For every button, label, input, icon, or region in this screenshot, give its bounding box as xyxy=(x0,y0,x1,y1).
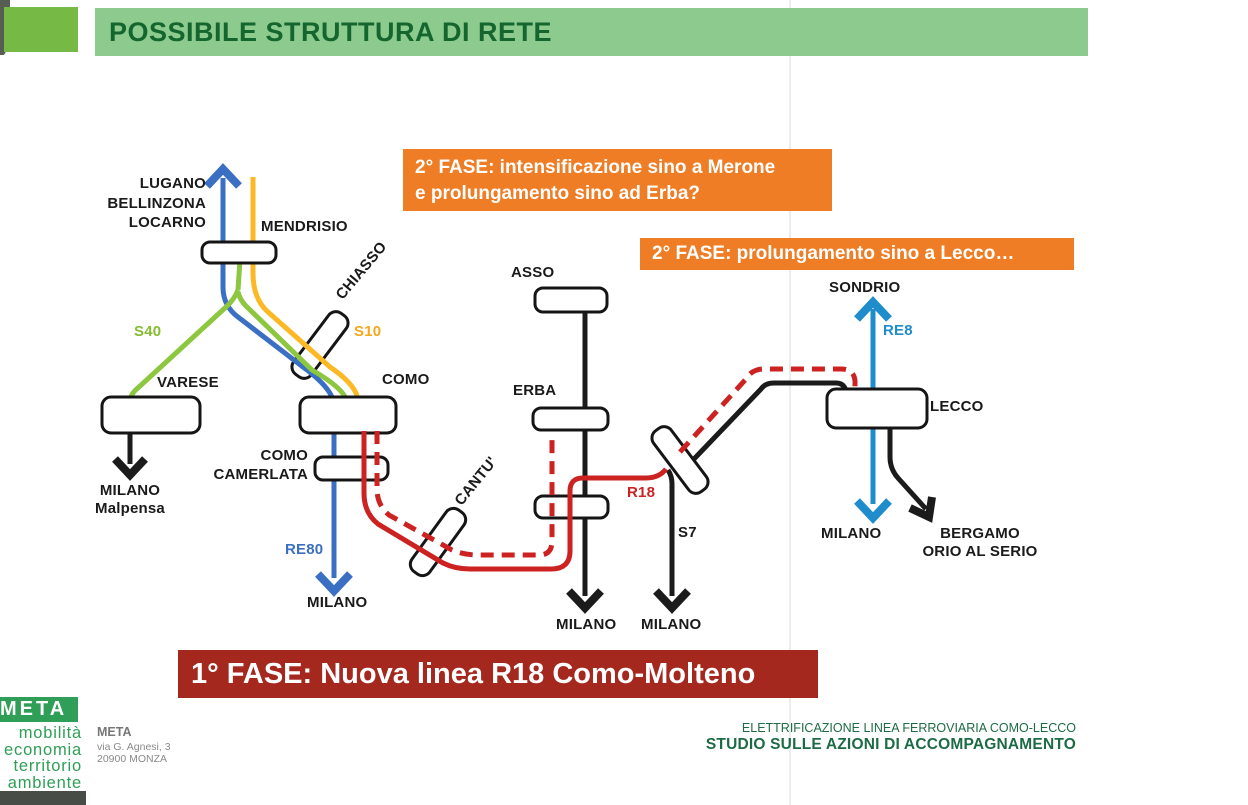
station-box-como xyxy=(298,395,398,435)
line-r18-solid xyxy=(361,431,668,572)
label-como-camerlata: COMO CAMERLATA xyxy=(202,447,308,484)
callout-phase2-lecco: 2° FASE: prolungamento sino a Lecco… xyxy=(640,238,1074,270)
arrow-down-milano-s7 xyxy=(653,588,691,614)
meta-logo-words: mobilità economia territorio ambiente xyxy=(0,725,82,791)
label-milano-malpensa-1: MILANO xyxy=(99,482,161,499)
label-erba: ERBA xyxy=(513,382,557,399)
line-molteno-lecco xyxy=(692,380,849,461)
station-box-lecco xyxy=(825,387,929,430)
arrow-down-milano-re80 xyxy=(315,571,353,597)
station-box-como-camerlata xyxy=(313,455,390,482)
label-mendrisio: MENDRISIO xyxy=(261,218,348,235)
company-address-city: 20900 MONZA xyxy=(97,753,168,765)
station-box-erba xyxy=(531,406,610,432)
station-box-molteno xyxy=(650,425,710,495)
arrow-up-sondrio xyxy=(854,296,892,322)
label-line-re8: RE8 xyxy=(883,322,913,339)
station-box-chiasso xyxy=(290,310,350,380)
logo-word-economia: economia xyxy=(4,740,82,759)
scan-artifact-bottom-left xyxy=(0,791,86,805)
label-asso: ASSO xyxy=(511,264,555,281)
arrow-up-lugano xyxy=(204,163,242,189)
label-lecco: LECCO xyxy=(930,398,984,415)
label-bergamo-2: ORIO AL SERIO xyxy=(922,542,1038,560)
station-boxes xyxy=(100,240,929,520)
header-band: POSSIBILE STRUTTURA DI RETE xyxy=(95,8,1088,56)
callout-phase2-merone-line1: 2° FASE: intensificazione sino a Merone xyxy=(415,157,776,178)
callout-phase1: 1° FASE: Nuova linea R18 Como-Molteno xyxy=(178,650,818,698)
project-title-block: ELETTRIFICAZIONE LINEA FERROVIARIA COMO-… xyxy=(600,721,1076,753)
arrow-down-milano-asso xyxy=(566,588,604,614)
header-green-square xyxy=(4,7,78,52)
line-s40-como xyxy=(235,291,350,403)
label-bergamo-1: BERGAMO xyxy=(940,525,1020,542)
label-line-re80: RE80 xyxy=(285,541,324,558)
logo-word-ambiente: ambiente xyxy=(7,773,82,792)
callout-phase2-merone-line2: e prolungamento sino ad Erba? xyxy=(415,183,701,204)
label-milano-malpensa-2: Malpensa xyxy=(95,500,165,517)
label-locarno: LOCARNO xyxy=(128,214,206,231)
label-line-s40: S40 xyxy=(134,323,162,340)
station-box-varese xyxy=(100,395,202,435)
label-line-s10: S10 xyxy=(354,323,382,340)
logo-word-territorio: territorio xyxy=(13,757,82,775)
label-como: COMO xyxy=(382,371,430,388)
arrow-down-milano-lecco xyxy=(854,498,892,524)
company-name: META xyxy=(97,725,132,739)
label-milano-malpensa: MILANO Malpensa xyxy=(90,482,170,518)
station-box-asso xyxy=(533,286,609,314)
label-varese: VARESE xyxy=(157,374,219,391)
logo-word-mobilita: mobilità xyxy=(18,724,82,742)
label-bergamo-block: BERGAMO ORIO AL SERIO xyxy=(900,525,1060,560)
arrow-down-malpensa xyxy=(112,456,148,481)
project-subtitle: ELETTRIFICAZIONE LINEA FERROVIARIA COMO-… xyxy=(741,721,1076,735)
line-s40-stub xyxy=(235,259,243,291)
page-title: POSSIBILE STRUTTURA DI RETE xyxy=(109,17,553,47)
line-s7 xyxy=(665,468,675,596)
arrow-down-bergamo xyxy=(908,496,936,523)
label-como-camerlata-2: CAMERLATA xyxy=(213,465,308,483)
company-address-street: via G. Agnesi, 3 xyxy=(97,741,171,753)
label-lugano-block: LUGANO BELLINZONA LOCARNO xyxy=(88,174,206,233)
project-title: STUDIO SULLE AZIONI DI ACCOMPAGNAMENTO xyxy=(705,736,1076,753)
line-r18-dashed-lecco xyxy=(678,366,858,454)
label-milano-re80: MILANO xyxy=(307,594,368,611)
r18-lines xyxy=(361,366,858,572)
label-milano-lecco: MILANO xyxy=(821,525,882,542)
label-como-camerlata-1: COMO xyxy=(260,447,308,464)
scan-crease xyxy=(789,0,791,805)
rotated-station-boxes xyxy=(290,310,710,578)
label-line-s7: S7 xyxy=(678,524,697,541)
line-s10 xyxy=(250,177,361,403)
label-bellinzona: BELLINZONA xyxy=(107,194,206,212)
station-box-mendrisio xyxy=(200,240,278,265)
line-r18-dashed-erba xyxy=(374,431,555,558)
label-sondrio: SONDRIO xyxy=(829,279,901,296)
label-lugano: LUGANO xyxy=(139,175,206,192)
label-milano-s7: MILANO xyxy=(641,616,702,633)
callout-phase2-merone: 2° FASE: intensificazione sino a Merone … xyxy=(403,149,832,211)
line-lecco-bergamo xyxy=(887,428,928,511)
label-line-r18: R18 xyxy=(627,484,656,501)
label-milano-asso: MILANO xyxy=(556,616,617,633)
meta-logo: META xyxy=(0,697,78,722)
line-re80 xyxy=(220,178,337,578)
